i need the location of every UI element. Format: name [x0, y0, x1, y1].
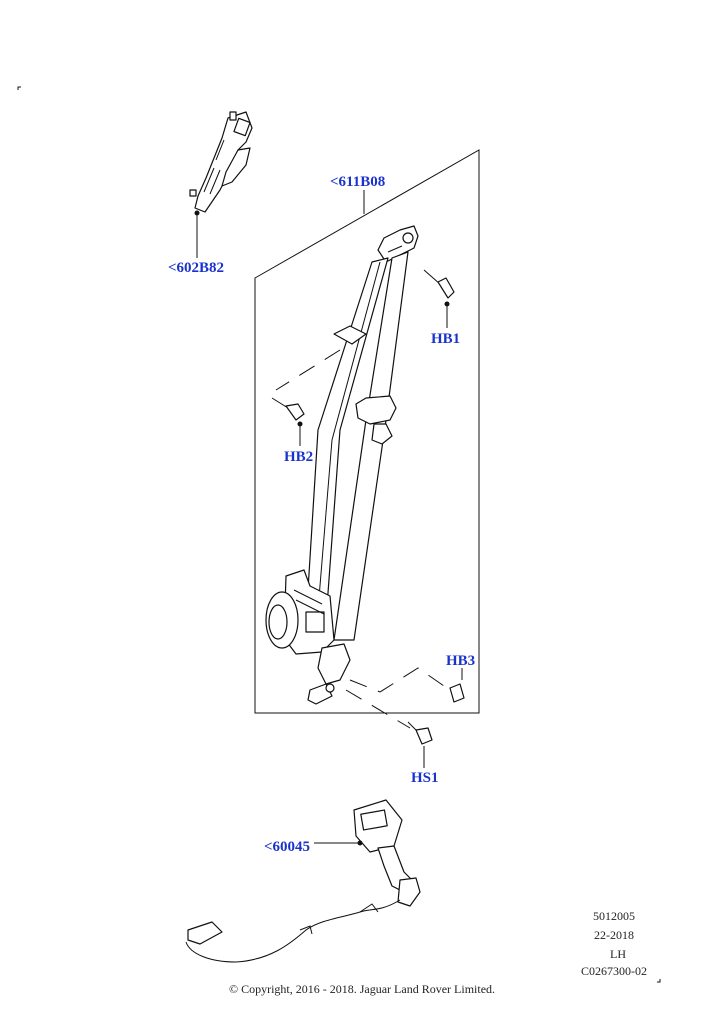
hs1-dash-leader: [345, 689, 411, 729]
hb3-dash-leader: [349, 667, 445, 693]
lower-anchor-plate: [307, 643, 351, 705]
upper-webbing-clip: [333, 325, 367, 345]
corner-mark-top-left: [17, 86, 21, 90]
seatbelt-assembly-box: [254, 149, 480, 714]
reference-line-2: 22-2018: [594, 928, 634, 942]
buckle-assembly: [314, 799, 421, 907]
callout-hb3[interactable]: HB3: [446, 653, 475, 669]
bolt-hb1: [423, 269, 455, 328]
reference-line-3: LH: [610, 947, 626, 961]
callout-60045[interactable]: <60045: [264, 839, 310, 855]
callout-hb2[interactable]: HB2: [284, 449, 313, 465]
belt-guide-loop: [355, 395, 397, 445]
callout-602b82[interactable]: <602B82: [168, 260, 224, 276]
bolt-hb3: [449, 668, 465, 703]
callout-611b08[interactable]: <611B08: [330, 174, 385, 190]
retractor-unit: [265, 569, 335, 655]
callout-hs1[interactable]: HS1: [411, 770, 439, 786]
copyright-notice: © Copyright, 2016 - 2018. Jaguar Land Ro…: [228, 982, 496, 996]
hb2-dash-leader: [275, 349, 341, 391]
reference-line-1: 5012005: [593, 909, 635, 923]
buckle-wiring-harness: [185, 899, 401, 963]
corner-mark-bottom-right: [657, 979, 661, 983]
bolt-hb2: [271, 397, 305, 446]
reference-line-4: C0267300-02: [581, 964, 647, 978]
height-adjuster-bracket: [189, 111, 253, 258]
belt-webbing: [305, 251, 409, 641]
callout-hb1[interactable]: HB1: [431, 331, 460, 347]
upper-d-ring-anchor: [377, 225, 419, 263]
screw-hs1: [407, 721, 433, 768]
reference-block: 5012005 22-2018 LH C0267300-02: [581, 909, 647, 978]
